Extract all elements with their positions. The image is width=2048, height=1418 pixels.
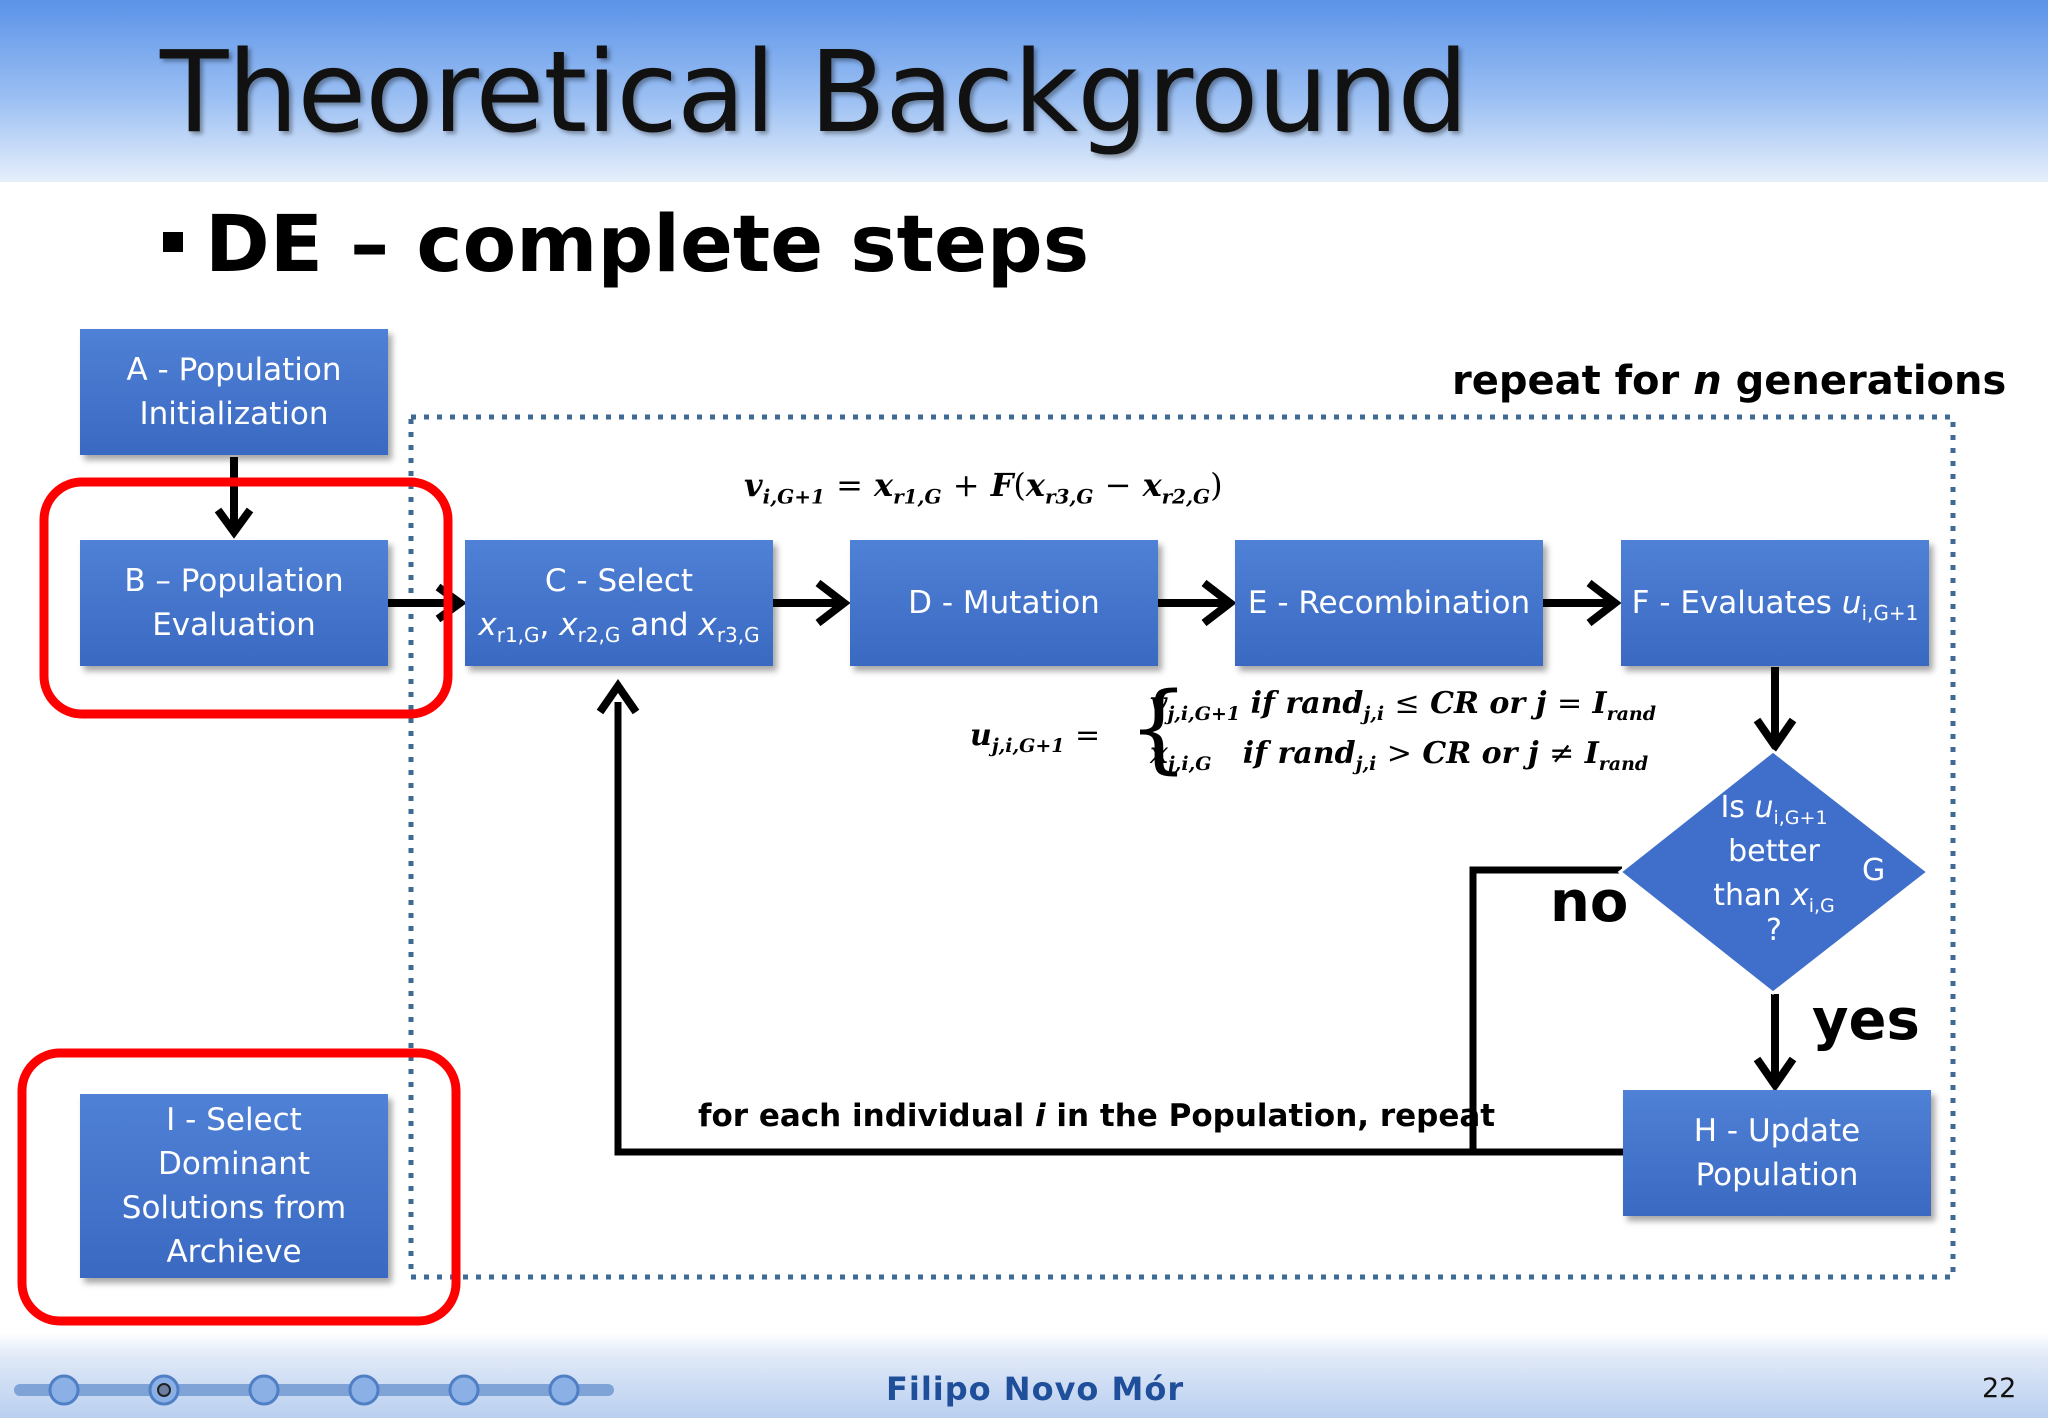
footer-band xyxy=(0,1332,2048,1418)
page-number: 22 xyxy=(1982,1373,2017,1404)
highlight-frame-i xyxy=(17,1048,461,1326)
node-h-line2: Population xyxy=(1695,1157,1859,1193)
node-b-population-evaluation: B – Population Evaluation xyxy=(80,540,388,666)
arrow-g-to-h xyxy=(1753,994,1797,1093)
arrow-c-to-d xyxy=(773,579,851,627)
progress-node-6 xyxy=(548,1374,580,1406)
arrow-f-to-g xyxy=(1753,667,1797,754)
node-f-label: F - Evaluates ui,G+1 xyxy=(1631,585,1919,626)
node-a-line2: Initialization xyxy=(139,396,329,432)
progress-track xyxy=(14,1374,614,1406)
node-i-line1: I - Select xyxy=(166,1102,302,1138)
footer-author: Filipo Novo Mór xyxy=(886,1370,1185,1408)
bullet-text: DE – complete steps xyxy=(205,200,1090,290)
node-c-line2: xr1,G, xr2,G and xr3,G xyxy=(478,607,760,648)
progress-node-4 xyxy=(348,1374,380,1406)
bullet-square-icon xyxy=(163,231,183,252)
node-i-line4: Archieve xyxy=(166,1234,302,1270)
mutation-equation: vi,G+1 = xr1,G + F(xr3,G − xr2,G) xyxy=(744,466,1223,509)
progress-node-3 xyxy=(248,1374,280,1406)
arrow-loop-to-c xyxy=(596,678,640,715)
yes-label: yes xyxy=(1812,988,1920,1053)
progress-current-marker xyxy=(157,1383,171,1397)
node-b-line1: B – Population xyxy=(124,563,344,599)
decision-diamond-g xyxy=(1617,749,1931,995)
arrow-d-to-e xyxy=(1158,579,1237,627)
highlight-frame-b xyxy=(39,477,453,719)
loop-label: for each individual i in the Population,… xyxy=(698,1098,1496,1134)
node-a-population-initialization: A - Population Initialization xyxy=(80,329,388,455)
decision-g-text: Is ui,G+1 better than xi,G ? xyxy=(1713,790,1835,948)
progress-node-5 xyxy=(448,1374,480,1406)
node-c-line1: C - Select xyxy=(544,563,694,599)
arrow-e-to-f xyxy=(1543,579,1622,627)
node-h-update-population: H - Update Population xyxy=(1623,1090,1931,1216)
node-a-line1: A - Population xyxy=(126,352,342,388)
loop-back-line xyxy=(614,702,1623,1156)
node-d-mutation: D - Mutation xyxy=(850,540,1158,666)
header-band xyxy=(0,0,2048,182)
arrow-a-to-b xyxy=(214,457,254,539)
slide-title: Theoretical Background xyxy=(160,28,1468,158)
node-i-line2: Dominant xyxy=(157,1146,311,1182)
no-branch-line xyxy=(1469,866,1622,1152)
node-h-line1: H - Update xyxy=(1693,1113,1861,1149)
progress-node-1 xyxy=(48,1374,80,1406)
repeat-label: repeat for n generations xyxy=(1452,358,2007,404)
node-c-select: C - Select xr1,G, xr2,G and xr3,G xyxy=(465,540,773,666)
node-e-label: E - Recombination xyxy=(1247,585,1531,621)
node-i-select-dominant: I - Select Dominant Solutions from Archi… xyxy=(80,1094,388,1278)
node-f-evaluates: F - Evaluates ui,G+1 xyxy=(1621,540,1929,666)
no-label: no xyxy=(1550,870,1629,935)
node-i-line3: Solutions from xyxy=(121,1190,347,1226)
decision-g-letter: G xyxy=(1862,853,1886,888)
bullet-heading: DE – complete steps xyxy=(163,200,1089,290)
node-d-label: D - Mutation xyxy=(908,585,1100,621)
node-b-line2: Evaluation xyxy=(152,607,316,643)
repeat-frame xyxy=(408,414,1956,1280)
node-e-recombination: E - Recombination xyxy=(1235,540,1543,666)
